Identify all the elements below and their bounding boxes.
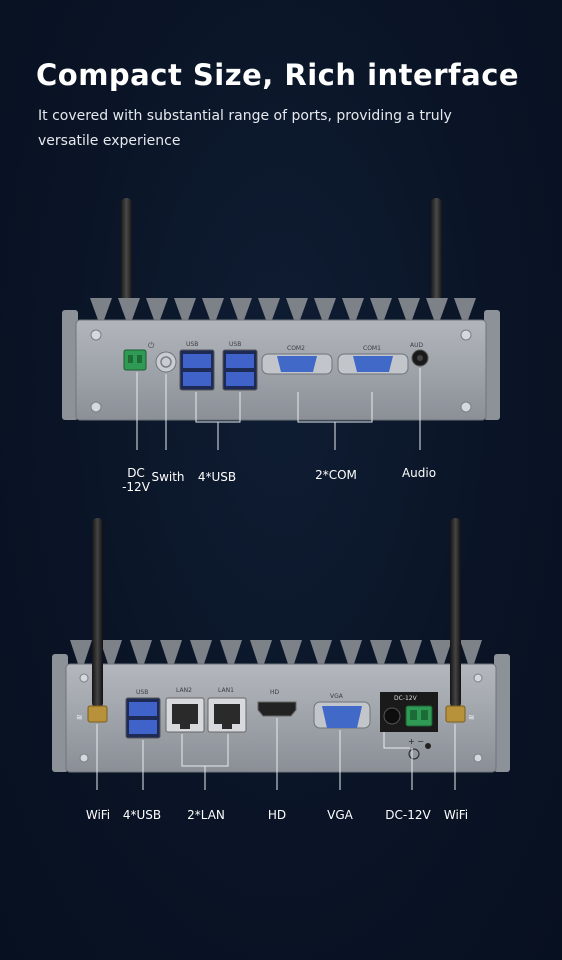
usb-print-a: USB xyxy=(186,341,198,348)
label-hd: HD xyxy=(267,808,287,822)
power-button-icon xyxy=(155,351,177,373)
antenna-left-icon xyxy=(92,518,103,708)
dc-print: DC-12V xyxy=(394,695,418,702)
heatsink-fins-icon xyxy=(90,298,476,320)
hdmi-port-icon xyxy=(257,701,297,717)
ground-icon xyxy=(408,748,420,760)
label-lan: 2*LAN xyxy=(187,808,225,822)
wifi-right-icon: ≋ xyxy=(468,713,475,722)
heatsink-fins-icon xyxy=(70,640,482,664)
vga-port-icon xyxy=(322,706,362,728)
antenna-right-icon xyxy=(450,518,461,708)
vga-print: VGA xyxy=(330,693,344,700)
antenna-left-icon xyxy=(121,198,132,313)
label-switch: Swith xyxy=(151,470,185,484)
usb-print: USB xyxy=(136,689,148,696)
label-audio: Audio xyxy=(401,466,437,480)
com-port-icon xyxy=(261,353,409,375)
leader-lines xyxy=(136,368,421,450)
device-rear-panel: ⏻ USB USB COM2 COM1 AUD xyxy=(0,190,562,450)
antenna-right-icon xyxy=(431,198,442,313)
page-subtitle: It covered with substantial range of por… xyxy=(38,108,452,149)
sma-connector-icon xyxy=(445,705,466,723)
label-usb-bottom: 4*USB xyxy=(122,808,162,822)
usb-print-b: USB xyxy=(229,341,241,348)
dc-terminal-icon xyxy=(405,705,433,727)
svg-text:⏻: ⏻ xyxy=(148,341,155,350)
dc-jack-icon xyxy=(383,707,401,725)
leader-lines xyxy=(96,718,456,790)
lan2-print: LAN2 xyxy=(176,687,192,694)
sma-connector-icon xyxy=(87,705,108,723)
label-dc-12v: DC-12V xyxy=(385,808,431,822)
label-usb-top: 4*USB xyxy=(197,470,237,484)
wifi-left-icon: ≋ xyxy=(76,713,83,722)
device-front-panel: ≋ ≋ USB LAN2 LAN1 HD VGA DC-12V + − xyxy=(0,510,562,790)
label-wifi-right: WiFi xyxy=(443,808,469,822)
svg-text:+ −: + − xyxy=(408,737,424,746)
screw-icon xyxy=(90,329,472,413)
hd-print: HD xyxy=(270,689,280,696)
com1-print: COM1 xyxy=(363,345,381,352)
lan-port-icon xyxy=(165,697,247,733)
aud-print: AUD xyxy=(410,342,423,349)
lan1-print: LAN1 xyxy=(218,687,234,694)
page-title: Compact Size, Rich interface xyxy=(36,58,520,92)
com2-print: COM2 xyxy=(287,345,305,352)
label-com: 2*COM xyxy=(315,468,357,482)
label-wifi-left: WiFi xyxy=(85,808,111,822)
dc-terminal-icon xyxy=(123,349,147,371)
usb-stack-icon xyxy=(179,349,258,391)
label-vga: VGA xyxy=(327,808,353,822)
chassis-face xyxy=(65,663,497,773)
label-dc: DC -12V xyxy=(122,466,150,494)
